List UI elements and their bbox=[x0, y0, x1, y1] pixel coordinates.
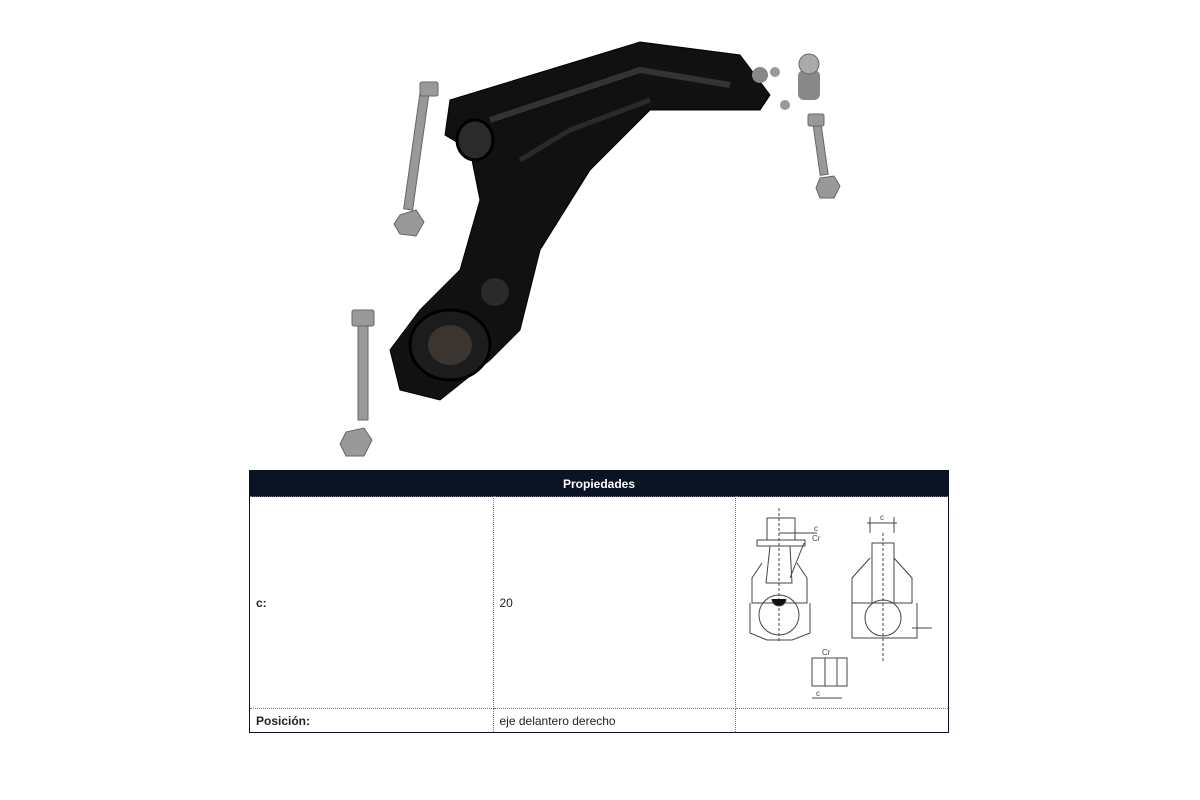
bolt-right bbox=[807, 113, 841, 199]
property-label: Posición: bbox=[249, 708, 494, 733]
diagram-label-cr2: Cr bbox=[822, 648, 831, 657]
bolt-left-lower bbox=[339, 309, 375, 457]
properties-header: Propiedades bbox=[249, 470, 949, 497]
diagram-label-cr: Cr bbox=[812, 534, 821, 543]
property-value: eje delantero derecho bbox=[492, 708, 736, 733]
diagram-label-c3: c bbox=[816, 689, 820, 698]
front-bushing bbox=[455, 118, 495, 162]
table-row: c: 20 c Cr c bbox=[249, 496, 949, 709]
ball-joint bbox=[798, 70, 820, 100]
diagram-cell: c Cr c Cr c bbox=[735, 496, 949, 709]
ball-joint-diagram: c Cr c Cr c bbox=[749, 507, 932, 698]
property-label: c: bbox=[249, 496, 494, 709]
property-value: 20 bbox=[492, 496, 736, 709]
table-row: Posición: eje delantero derecho bbox=[249, 708, 949, 733]
empty-cell bbox=[735, 708, 949, 733]
bolt-left-upper bbox=[393, 81, 439, 237]
diagram-label-c: c bbox=[814, 524, 818, 533]
diagram-label-c2: c bbox=[880, 513, 884, 522]
properties-table: Propiedades c: 20 c Cr c bbox=[249, 470, 949, 733]
product-image-control-arm bbox=[339, 41, 841, 457]
